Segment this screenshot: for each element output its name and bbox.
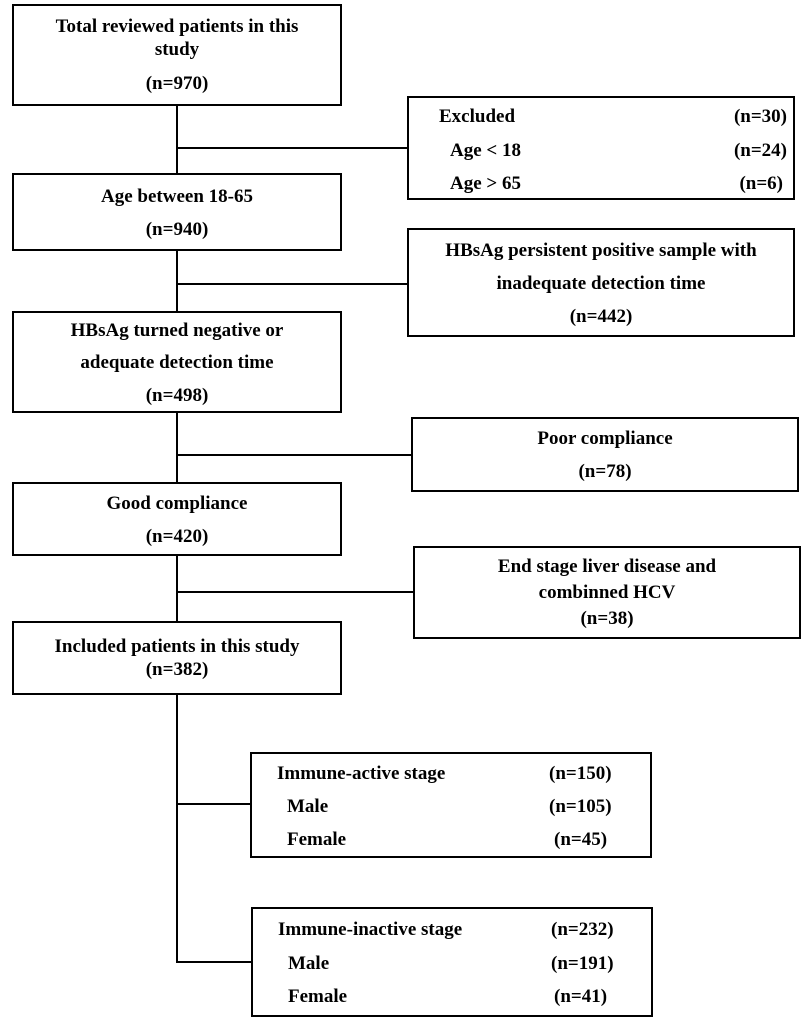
hbsag-positive-count: (n=442) [569,306,633,327]
end-stage-label-line2: combinned HCV [538,582,676,603]
immune-inactive-label: Immune-inactive stage [278,919,463,940]
hbsag-negative-box: HBsAg turned negative or adequate detect… [12,311,342,413]
branch-excluded-line [176,147,408,149]
hbsag-positive-box: HBsAg persistent positive sample with in… [407,228,795,337]
end-stage-box: End stage liver disease and combinned HC… [413,546,801,639]
total-reviewed-label-line2: study [154,39,200,60]
immune-active-male-count: (n=105) [549,796,612,817]
excluded-box: Excluded (n=30) Age < 18 (n=24) Age > 65… [407,96,795,200]
good-compliance-count: (n=420) [145,526,209,547]
immune-active-female-label: Female [287,829,347,850]
included-count: (n=382) [145,659,209,680]
poor-compliance-box: Poor compliance (n=78) [411,417,799,492]
immune-inactive-female-label: Female [288,986,348,1007]
immune-inactive-female-count: (n=41) [554,986,608,1007]
age-label: Age between 18-65 [101,186,253,207]
immune-active-male-label: Male [287,796,329,817]
immune-active-female-count: (n=45) [554,829,608,850]
excluded-count: (n=30) [733,106,787,127]
end-stage-label-line1: End stage liver disease and [497,556,717,577]
age-box: Age between 18-65 (n=940) [12,173,342,251]
poor-compliance-count: (n=78) [578,461,632,482]
hbsag-positive-label-line1: HBsAg persistent positive sample with [445,240,757,261]
immune-active-count: (n=150) [549,763,612,784]
branch-inactive-line [176,961,252,963]
branch-hbsag-pos-line [176,283,408,285]
immune-inactive-male-count: (n=191) [551,953,614,974]
total-reviewed-label-line1: Total reviewed patients in this [55,16,299,37]
hbsag-negative-label-line2: adequate detection time [80,352,274,373]
branch-endstage-line [176,591,414,593]
excluded-age-under-label: Age < 18 [450,140,521,161]
branch-poor-line [176,454,412,456]
included-label: Included patients in this study [54,636,300,657]
excluded-age-over-label: Age > 65 [450,173,521,194]
hbsag-negative-label-line1: HBsAg turned negative or [70,320,284,341]
age-count: (n=940) [145,219,209,240]
total-reviewed-count: (n=970) [145,73,209,94]
branch-active-line [176,803,251,805]
immune-active-label: Immune-active stage [277,763,446,784]
excluded-age-over-count: (n=6) [739,173,783,194]
end-stage-count: (n=38) [580,608,634,629]
good-compliance-box: Good compliance (n=420) [12,482,342,556]
excluded-age-under-count: (n=24) [733,140,787,161]
immune-inactive-count: (n=232) [551,919,614,940]
included-box: Included patients in this study (n=382) [12,621,342,695]
excluded-label: Excluded [439,106,516,127]
total-reviewed-box: Total reviewed patients in this study (n… [12,4,342,106]
poor-compliance-label: Poor compliance [537,428,673,449]
immune-active-box: Immune-active stage (n=150) Male (n=105)… [250,752,652,858]
immune-inactive-male-label: Male [288,953,330,974]
good-compliance-label: Good compliance [106,493,248,514]
hbsag-positive-label-line2: inadequate detection time [496,273,706,294]
hbsag-negative-count: (n=498) [145,385,209,406]
immune-inactive-box: Immune-inactive stage (n=232) Male (n=19… [251,907,653,1017]
